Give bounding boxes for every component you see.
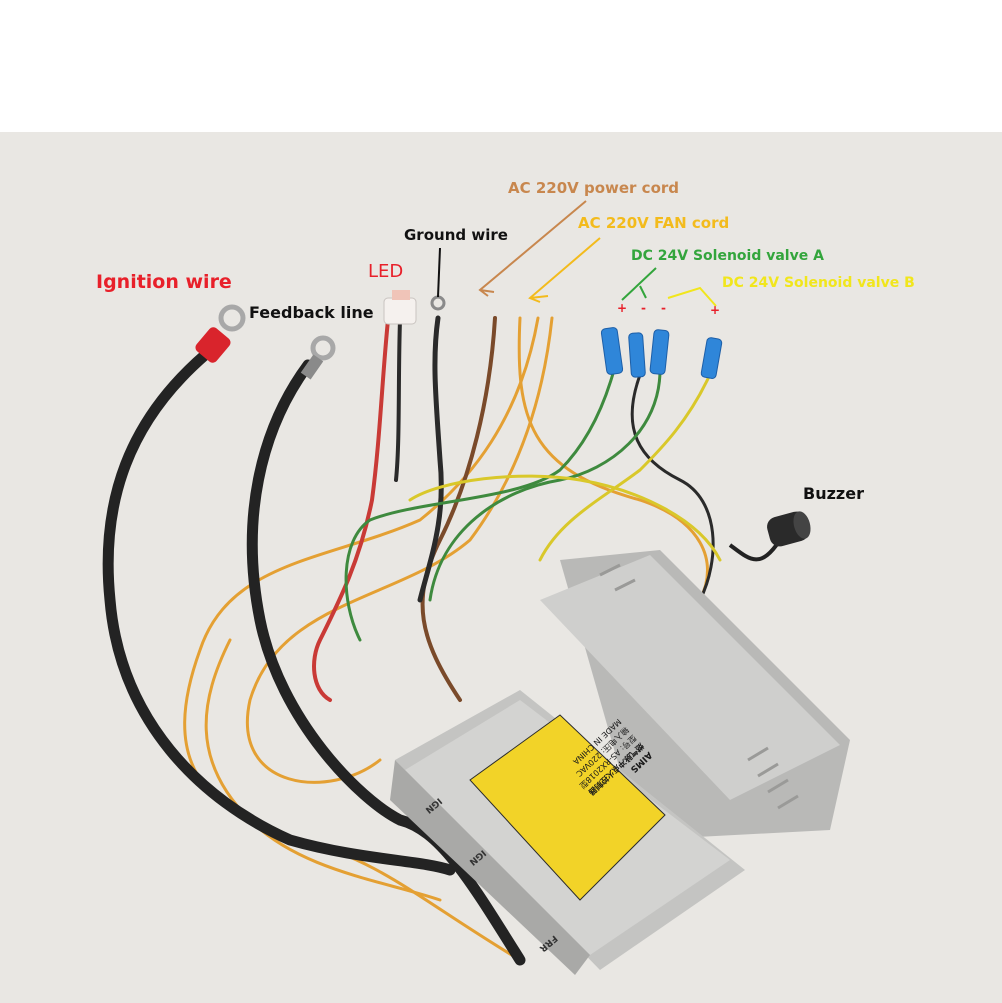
feedback-line-label: Feedback line [249,303,374,322]
device-sticker [469,714,666,901]
ground-wire-cable [417,315,444,603]
solenoid-valve-a-label: DC 24V Solenoid valve A [631,248,824,264]
polarity-b-plus: + [710,303,721,317]
led-wires [312,318,402,702]
ignition-terminal [195,304,246,363]
polarity-a-minus: - [641,301,646,315]
solenoid-wires [344,368,722,642]
polarity-a-plus: + [617,301,628,315]
buzzer-device [728,511,811,562]
feedback-terminal [300,335,336,380]
led-label: LED [368,261,404,282]
annotation-leaders [437,200,717,307]
polarity-b-minus: - [661,301,666,315]
solenoid-valve-b-label: DC 24V Solenoid valve B [722,275,915,291]
ground-wire-label: Ground wire [404,226,508,244]
led-connector [383,290,417,325]
buzzer-label: Buzzer [803,484,864,503]
ac-power-cord-label: AC 220V power cord [508,179,680,197]
brown-wire [420,316,497,702]
blue-spade-connectors [600,327,723,379]
ignition-wire-label: Ignition wire [96,271,232,293]
ac-fan-cord-label: AC 220V FAN cord [578,214,730,232]
